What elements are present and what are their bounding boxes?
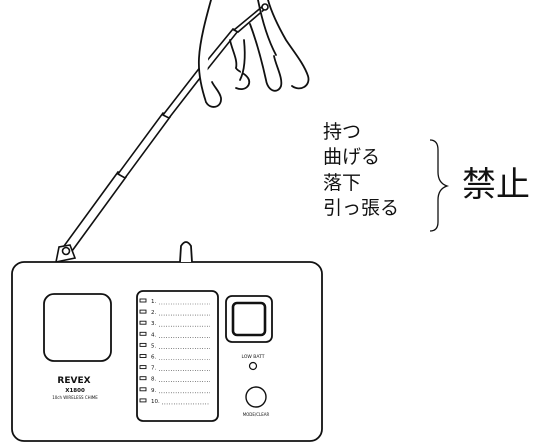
channel-led	[139, 342, 147, 347]
channel-label: 7.	[151, 366, 156, 372]
channel-label: 2.	[151, 310, 156, 316]
channel-led	[139, 331, 147, 336]
channel-row: 2.	[139, 309, 210, 316]
channel-label: 10.	[151, 399, 160, 405]
mode-clear-label: MODE/CLEAR	[243, 412, 270, 417]
hand	[197, 0, 310, 108]
channel-led	[139, 354, 147, 358]
channel-row: 7.	[139, 365, 210, 372]
curly-brace	[429, 139, 450, 232]
caution-item-drop: 落下	[323, 172, 362, 194]
channel-led	[139, 365, 147, 370]
channel-led	[139, 376, 147, 381]
channel-label: 4.	[151, 332, 156, 338]
channel-label: 5.	[151, 343, 156, 349]
low-batt-label: LOW BATT	[241, 354, 264, 360]
channel-label: 9.	[151, 388, 156, 394]
caution-item-hold: 持つ	[323, 121, 362, 143]
channel-row: 4.	[139, 331, 210, 338]
channel-row: 1.	[139, 298, 210, 305]
prohibited-label: 禁止	[462, 165, 530, 205]
chime-unit	[11, 241, 323, 442]
channel-row: 6.	[139, 354, 210, 361]
channel-led	[139, 320, 147, 325]
channel-row: 8.	[139, 376, 210, 383]
channel-row: 9.	[139, 387, 210, 394]
channel-led	[139, 309, 147, 314]
channel-led	[139, 387, 147, 392]
channel-label: 1.	[151, 299, 156, 305]
model-label: X1800	[65, 388, 85, 394]
caution-item-pull: 引っ張る	[323, 197, 400, 219]
channel-led	[139, 298, 147, 303]
channel-label: 6.	[151, 355, 156, 361]
channel-label: 8.	[151, 377, 156, 383]
channel-label: 3.	[151, 321, 156, 327]
brand-logo: REVEX	[57, 376, 90, 386]
channel-list: 1. 2. 3. 4. 5. 6. 7. 8. 9. 10.	[139, 298, 210, 405]
antenna	[54, 3, 269, 264]
subtitle-label: 10ch WIRELESS CHIME	[52, 395, 98, 400]
caution-item-bend: 曲げる	[323, 146, 381, 168]
channel-led	[139, 398, 147, 403]
channel-row: 5.	[139, 342, 210, 349]
channel-row: 3.	[139, 320, 210, 327]
channel-row: 10.	[139, 398, 210, 405]
